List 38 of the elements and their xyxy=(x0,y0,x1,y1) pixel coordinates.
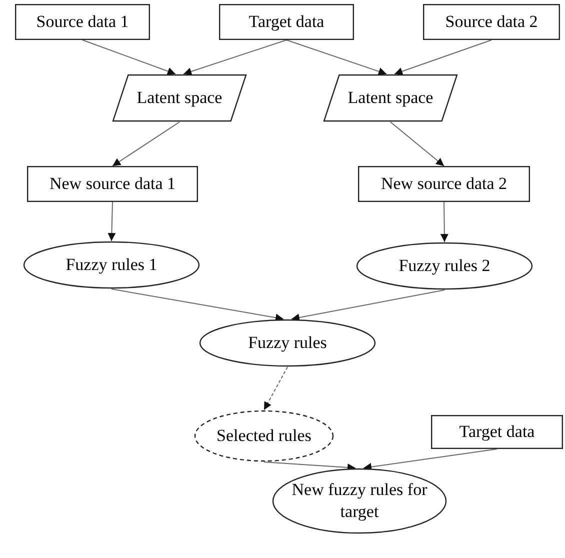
process-box xyxy=(431,415,563,449)
data-parallelogram xyxy=(323,74,458,122)
process-box xyxy=(15,4,150,40)
node-label: Fuzzy rules 2 xyxy=(398,255,492,277)
arrow xyxy=(82,40,176,75)
arrow xyxy=(363,448,498,471)
arrow xyxy=(111,288,284,322)
node-label: New fuzzy rules for target xyxy=(290,479,428,523)
node-label: New source data 2 xyxy=(380,173,508,195)
arrow xyxy=(291,290,445,322)
ellipse-node xyxy=(199,319,376,367)
node-label: Target data xyxy=(248,11,326,33)
node-label: Latent space xyxy=(136,87,224,109)
arrow xyxy=(112,122,180,166)
arrow xyxy=(286,40,387,76)
ellipse-node xyxy=(356,242,533,290)
dashed-ellipse-node xyxy=(194,410,334,462)
process-box xyxy=(27,166,198,202)
node-label: New source data 1 xyxy=(48,173,177,195)
ellipse-node xyxy=(23,241,200,289)
arrow xyxy=(390,122,444,166)
arrow xyxy=(394,40,492,76)
process-box xyxy=(423,4,560,40)
node-label: Source data 2 xyxy=(444,11,539,33)
process-box xyxy=(358,166,530,202)
arrow xyxy=(440,202,448,242)
data-parallelogram xyxy=(112,74,247,122)
arrow xyxy=(183,40,287,76)
node-label: Selected rules xyxy=(216,425,312,447)
node-label: Fuzzy rules 1 xyxy=(64,254,158,276)
ellipse-node xyxy=(272,468,447,534)
process-box xyxy=(219,4,354,40)
node-label: Fuzzy rules xyxy=(247,332,328,354)
node-label: Latent space xyxy=(346,87,434,109)
arrow xyxy=(264,366,288,410)
arrow xyxy=(108,202,116,242)
node-label: Target data xyxy=(458,421,536,443)
node-label: Source data 1 xyxy=(35,11,130,33)
